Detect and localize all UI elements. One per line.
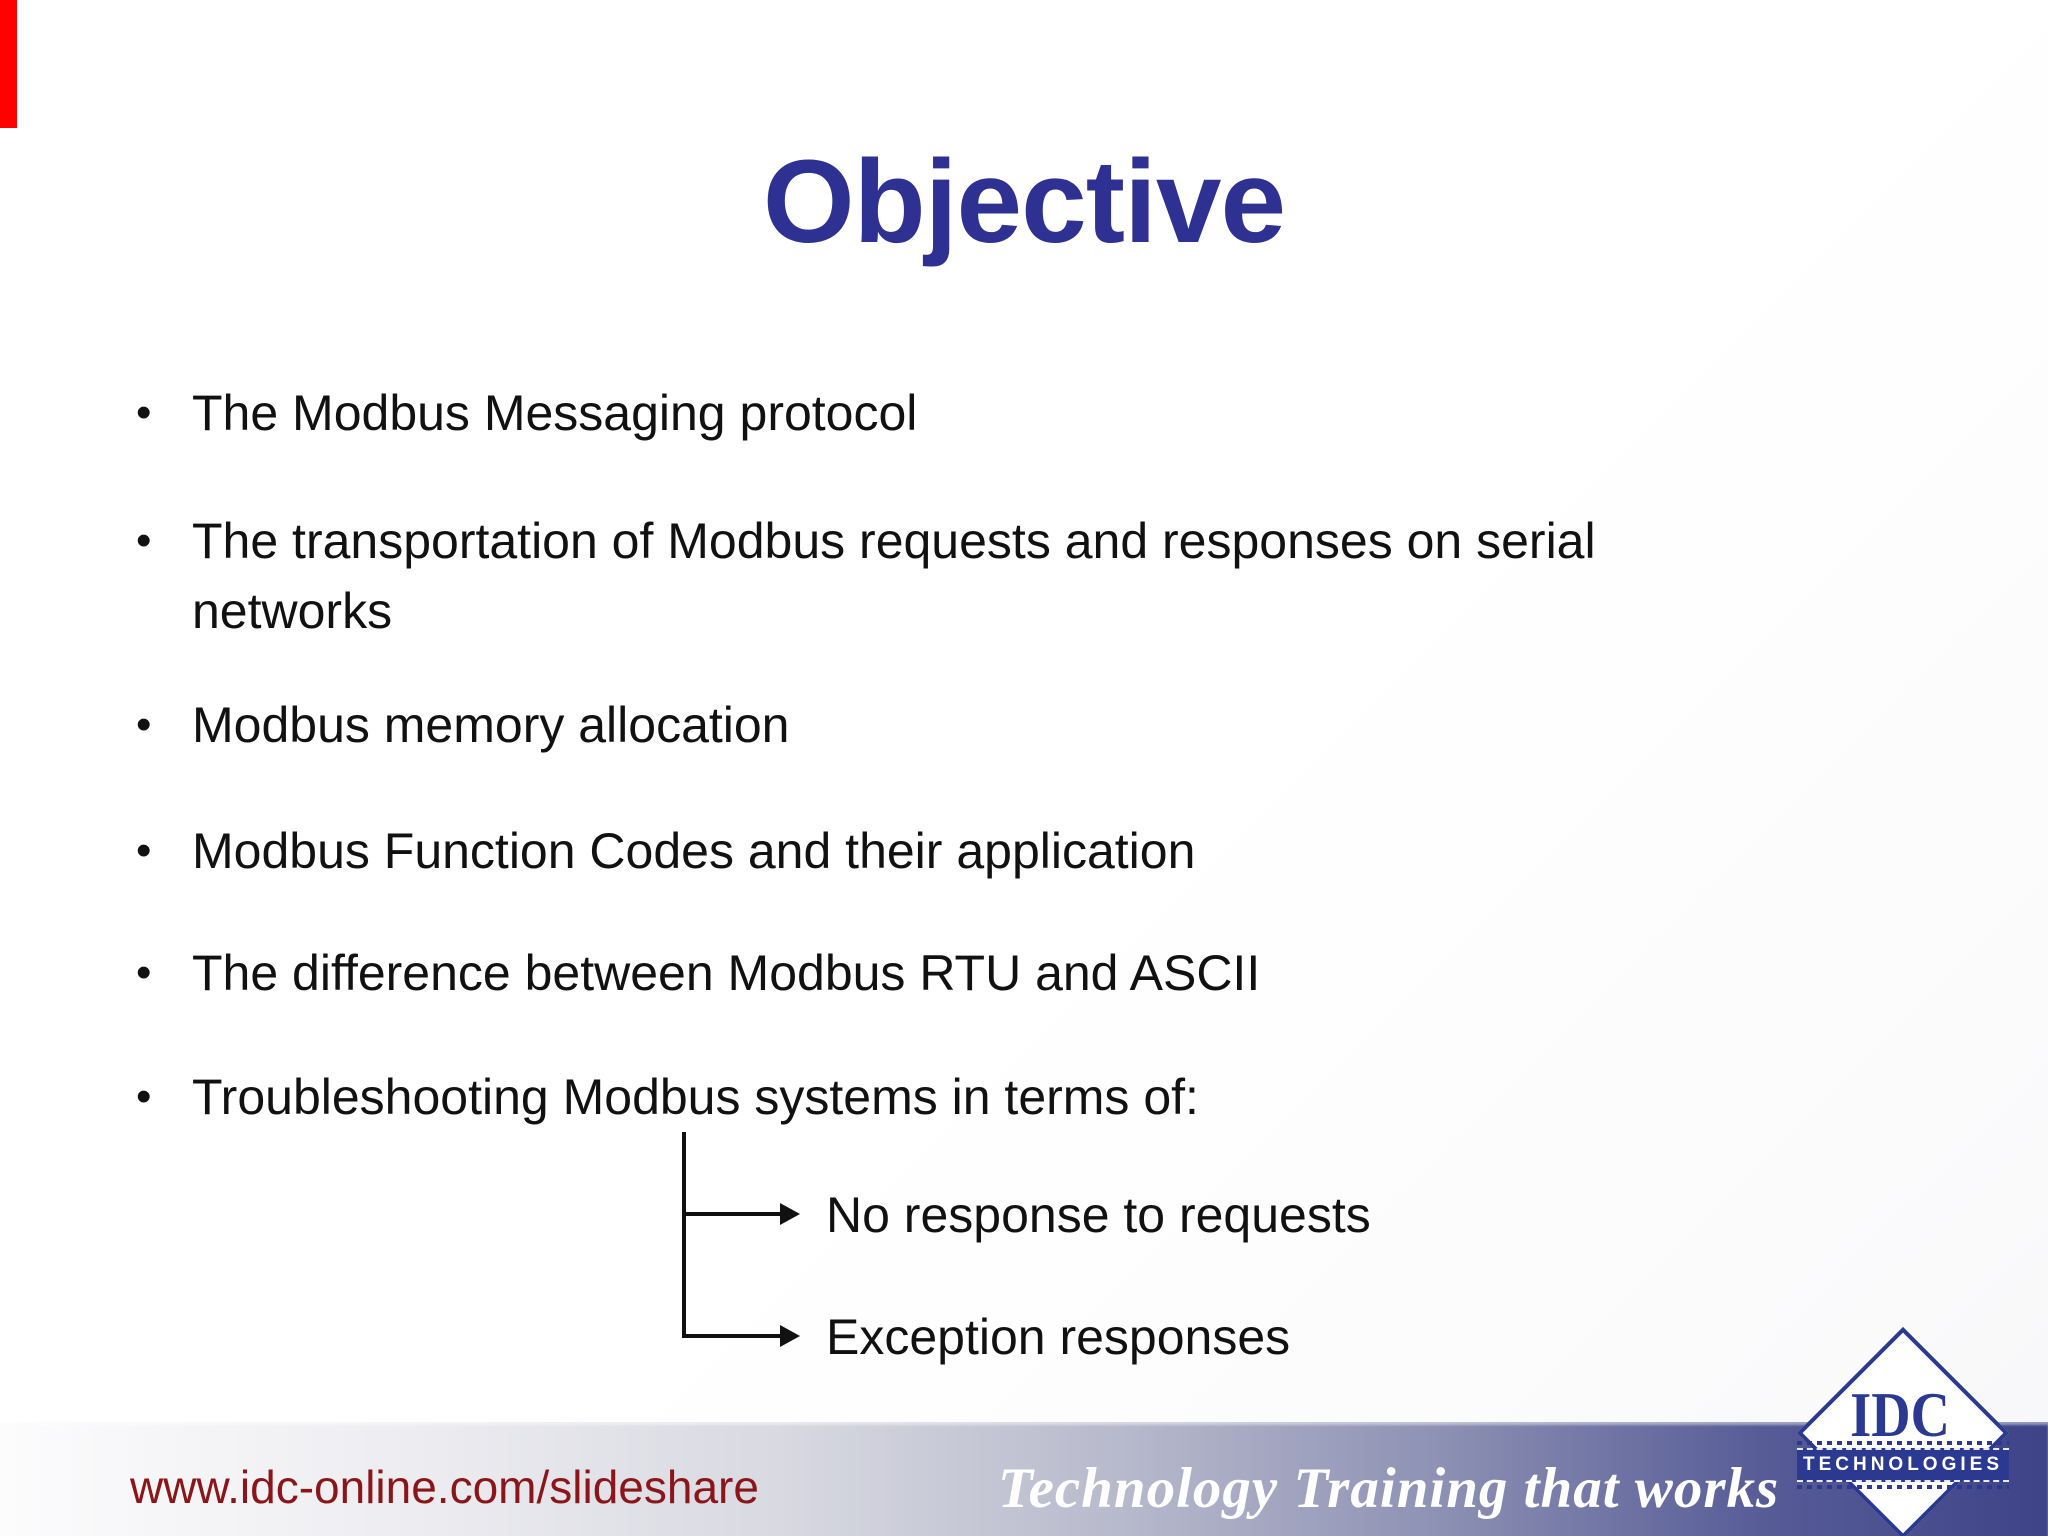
footer-url: www.idc-online.com/slideshare — [130, 1461, 759, 1513]
bullet-dot-icon: • — [136, 388, 152, 437]
bullet-text-line: The transportation of Modbus requests an… — [192, 513, 1596, 569]
bullet-text-line: The difference between Modbus RTU and AS… — [192, 945, 1261, 1001]
branch-connector-line — [682, 1334, 782, 1338]
logo-ribbon: TECHNOLOGIES — [1797, 1448, 2009, 1482]
footer-bar — [0, 1422, 2048, 1536]
bullet-text-line: The Modbus Messaging protocol — [192, 385, 918, 441]
bullet-item: • Modbus memory allocation — [136, 690, 790, 760]
logo-text: IDC — [1850, 1379, 1950, 1450]
bullet-item: • Modbus Function Codes and their applica… — [136, 816, 1195, 886]
branch-vertical-line — [682, 1132, 686, 1338]
bullet-text-line: networks — [192, 583, 393, 639]
arrow-right-icon — [780, 1203, 800, 1225]
bullet-text-line: Troubleshooting Modbus systems in terms … — [192, 1069, 1199, 1125]
bullet-dot-icon: • — [136, 1072, 152, 1121]
bullet-dot-icon: • — [136, 826, 152, 875]
progress-marker — [0, 0, 17, 128]
bullet-item: • The Modbus Messaging protocol — [136, 378, 917, 448]
branch-label: No response to requests — [826, 1187, 1371, 1243]
footer-tagline: Technology Training that works — [998, 1457, 1780, 1520]
slide-title: Objective — [762, 136, 1286, 268]
logo-stitch-line — [1797, 1485, 2009, 1489]
bullet-item: • Troubleshooting Modbus systems in terms… — [136, 1062, 1199, 1132]
bullet-item: • The difference between Modbus RTU and A… — [136, 938, 1260, 1008]
bullet-dot-icon: • — [136, 700, 152, 749]
logo-subtitle: TECHNOLOGIES — [1802, 1454, 2003, 1475]
logo-stitch-line — [1797, 1441, 2009, 1445]
bullet-text-line: Modbus Function Codes and their applicat… — [192, 823, 1196, 879]
bullet-dot-icon: • — [136, 516, 152, 565]
bullet-item: • The transportation of Modbus requests a… — [136, 506, 1596, 646]
arrow-right-icon — [780, 1325, 800, 1347]
bullet-text-line: Modbus memory allocation — [192, 697, 790, 753]
branch-connector-line — [682, 1212, 782, 1216]
bullet-dot-icon: • — [136, 948, 152, 997]
branch-label: Exception responses — [826, 1309, 1291, 1365]
idc-technologies-logo: IDC TECHNOLOGIES — [1790, 1320, 2020, 1536]
